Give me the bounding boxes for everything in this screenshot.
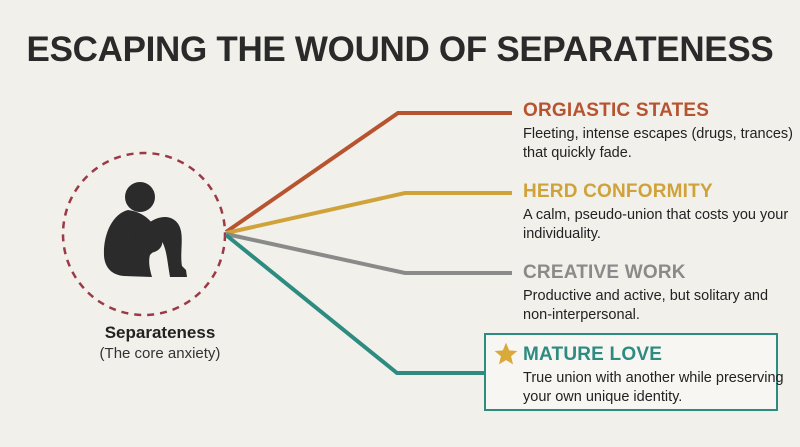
- separateness-sublabel: (The core anxiety): [99, 345, 221, 362]
- separateness-label: Separateness: [104, 323, 216, 342]
- line-mature: [224, 233, 484, 375]
- branch-title: HERD CONFORMITY: [523, 181, 713, 202]
- branch-title: MATURE LOVE: [523, 344, 663, 365]
- separateness-label-group: Separateness (The core anxiety): [60, 323, 260, 362]
- line-creative: [225, 232, 512, 275]
- sitting-person-icon: [103, 182, 187, 277]
- branch-creative-work: CREATIVE WORK Productive and active, but…: [523, 262, 793, 325]
- line-herd: [225, 191, 512, 235]
- branch-title: ORGIASTIC STATES: [523, 100, 710, 121]
- branch-herd-conformity: HERD CONFORMITY A calm, pseudo-union tha…: [523, 181, 793, 244]
- branch-description: Fleeting, intense escapes (drugs, trance…: [523, 126, 793, 161]
- line-orgiastic: [224, 111, 512, 234]
- branch-orgiastic-states: ORGIASTIC STATES Fleeting, intense escap…: [523, 100, 793, 163]
- page-title: ESCAPING THE WOUND OF SEPARATENESS: [26, 30, 774, 69]
- branch-mature-love: MATURE LOVE True union with another whil…: [523, 344, 793, 407]
- branch-description: A calm, pseudo-union that costs you your…: [523, 207, 789, 242]
- branch-description: True union with another while preserving…: [523, 370, 784, 405]
- mature-love-highlight-box: [484, 333, 778, 411]
- separateness-circle: [61, 151, 227, 317]
- star-icon: [494, 342, 518, 365]
- branch-description: Productive and active, but solitary and …: [523, 288, 769, 323]
- branch-title: CREATIVE WORK: [523, 262, 686, 283]
